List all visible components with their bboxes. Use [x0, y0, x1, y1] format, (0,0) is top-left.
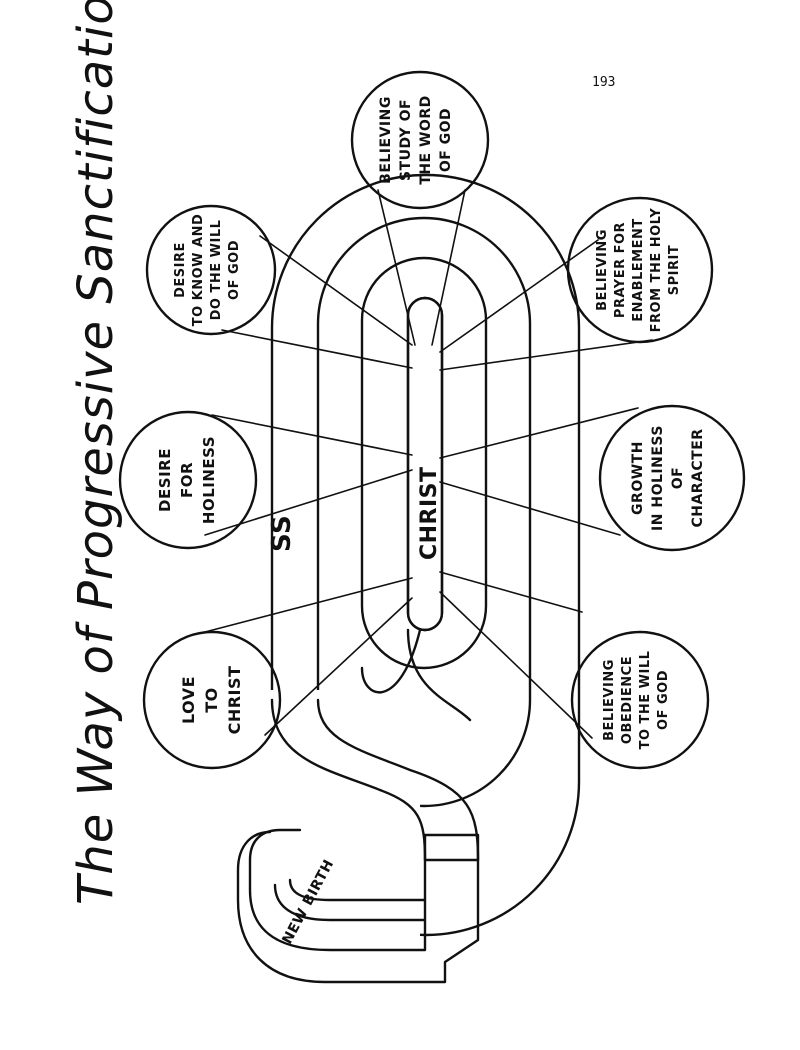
- text-study-word: BELIEVING STUDY OF THE WORD OF GOD: [378, 95, 454, 184]
- svg-text:BELIEVING: BELIEVING: [602, 659, 617, 741]
- new-birth-inner: [288, 878, 427, 902]
- text-love-to-christ: LOVE TO CHRIST: [179, 666, 244, 735]
- text-desire-to-know: DESIRE TO KNOW AND DO THE WILL OF GOD: [173, 214, 242, 327]
- svg-text:STUDY OF: STUDY OF: [398, 99, 414, 181]
- new-birth-top: [423, 833, 480, 862]
- svg-text:DO THE WILL: DO THE WILL: [209, 220, 224, 321]
- svg-text:OF GOD: OF GOD: [227, 240, 242, 300]
- circle-obedience: [570, 630, 710, 770]
- svg-text:IN HOLINESS: IN HOLINESS: [650, 425, 666, 531]
- svg-text:CHRIST: CHRIST: [225, 666, 244, 735]
- svg-text:BELIEVING: BELIEVING: [595, 229, 610, 311]
- text-desire-for-holiness: DESIRE FOR HOLINESS: [156, 436, 218, 524]
- page-title: The Way of Progressive Sanctification: [68, 0, 124, 905]
- svg-text:OF GOD: OF GOD: [438, 108, 454, 172]
- svg-text:TO: TO: [202, 687, 221, 713]
- page-number: 193: [592, 75, 615, 90]
- new-birth-depth: [236, 830, 480, 984]
- track-ring-inner-redraw: [406, 296, 444, 632]
- svg-text:DESIRE: DESIRE: [173, 242, 188, 298]
- svg-text:OF GOD: OF GOD: [656, 670, 671, 730]
- circle-desire-for-holiness: [118, 410, 258, 550]
- text-growth: GROWTH IN HOLINESS OF CHARACTER: [630, 425, 706, 531]
- road-inner-join-2: [406, 628, 472, 722]
- circle-growth: [598, 404, 746, 552]
- center-label-christ: CHRIST: [417, 466, 442, 560]
- text-prayer: BELIEVING PRAYER FOR ENABLEMENT FROM THE…: [595, 208, 682, 333]
- text-obedience: BELIEVING OBEDIENCE TO THE WILL OF GOD: [602, 651, 671, 750]
- svg-text:TO KNOW AND: TO KNOW AND: [191, 214, 206, 327]
- svg-text:DESIRE: DESIRE: [156, 448, 174, 512]
- road-left-edge: [270, 698, 427, 862]
- svg-text:PRAYER FOR: PRAYER FOR: [613, 222, 628, 318]
- road-inner-join: [360, 628, 422, 694]
- svg-text:BELIEVING: BELIEVING: [378, 96, 394, 184]
- svg-text:FOR: FOR: [178, 462, 196, 498]
- svg-text:ENABLEMENT: ENABLEMENT: [631, 218, 646, 321]
- svg-text:GROWTH: GROWTH: [630, 441, 646, 515]
- circle-desire-to-know: [145, 204, 277, 336]
- svg-text:LOVE: LOVE: [179, 676, 198, 724]
- road-right-edge: [316, 698, 480, 862]
- circle-study-word: [350, 70, 490, 210]
- new-birth-inner-2: [273, 883, 427, 922]
- svg-text:SPIRIT: SPIRIT: [667, 245, 682, 295]
- svg-text:OBEDIENCE: OBEDIENCE: [620, 656, 635, 744]
- track-ring-2: [316, 216, 532, 808]
- ss-label: SS: [267, 515, 297, 552]
- svg-text:CHARACTER: CHARACTER: [690, 428, 706, 527]
- svg-text:THE WORD: THE WORD: [418, 95, 434, 184]
- circle-love-to-christ: [142, 630, 282, 770]
- svg-text:FROM THE HOLY: FROM THE HOLY: [649, 208, 664, 333]
- svg-text:HOLINESS: HOLINESS: [200, 436, 218, 524]
- svg-text:TO THE WILL: TO THE WILL: [638, 651, 653, 750]
- track-ring-inner: [406, 296, 444, 632]
- track-entry-mask: [270, 690, 420, 945]
- circle-prayer: [566, 196, 714, 344]
- track-ring-3: [360, 256, 488, 670]
- svg-text:OF: OF: [670, 467, 686, 489]
